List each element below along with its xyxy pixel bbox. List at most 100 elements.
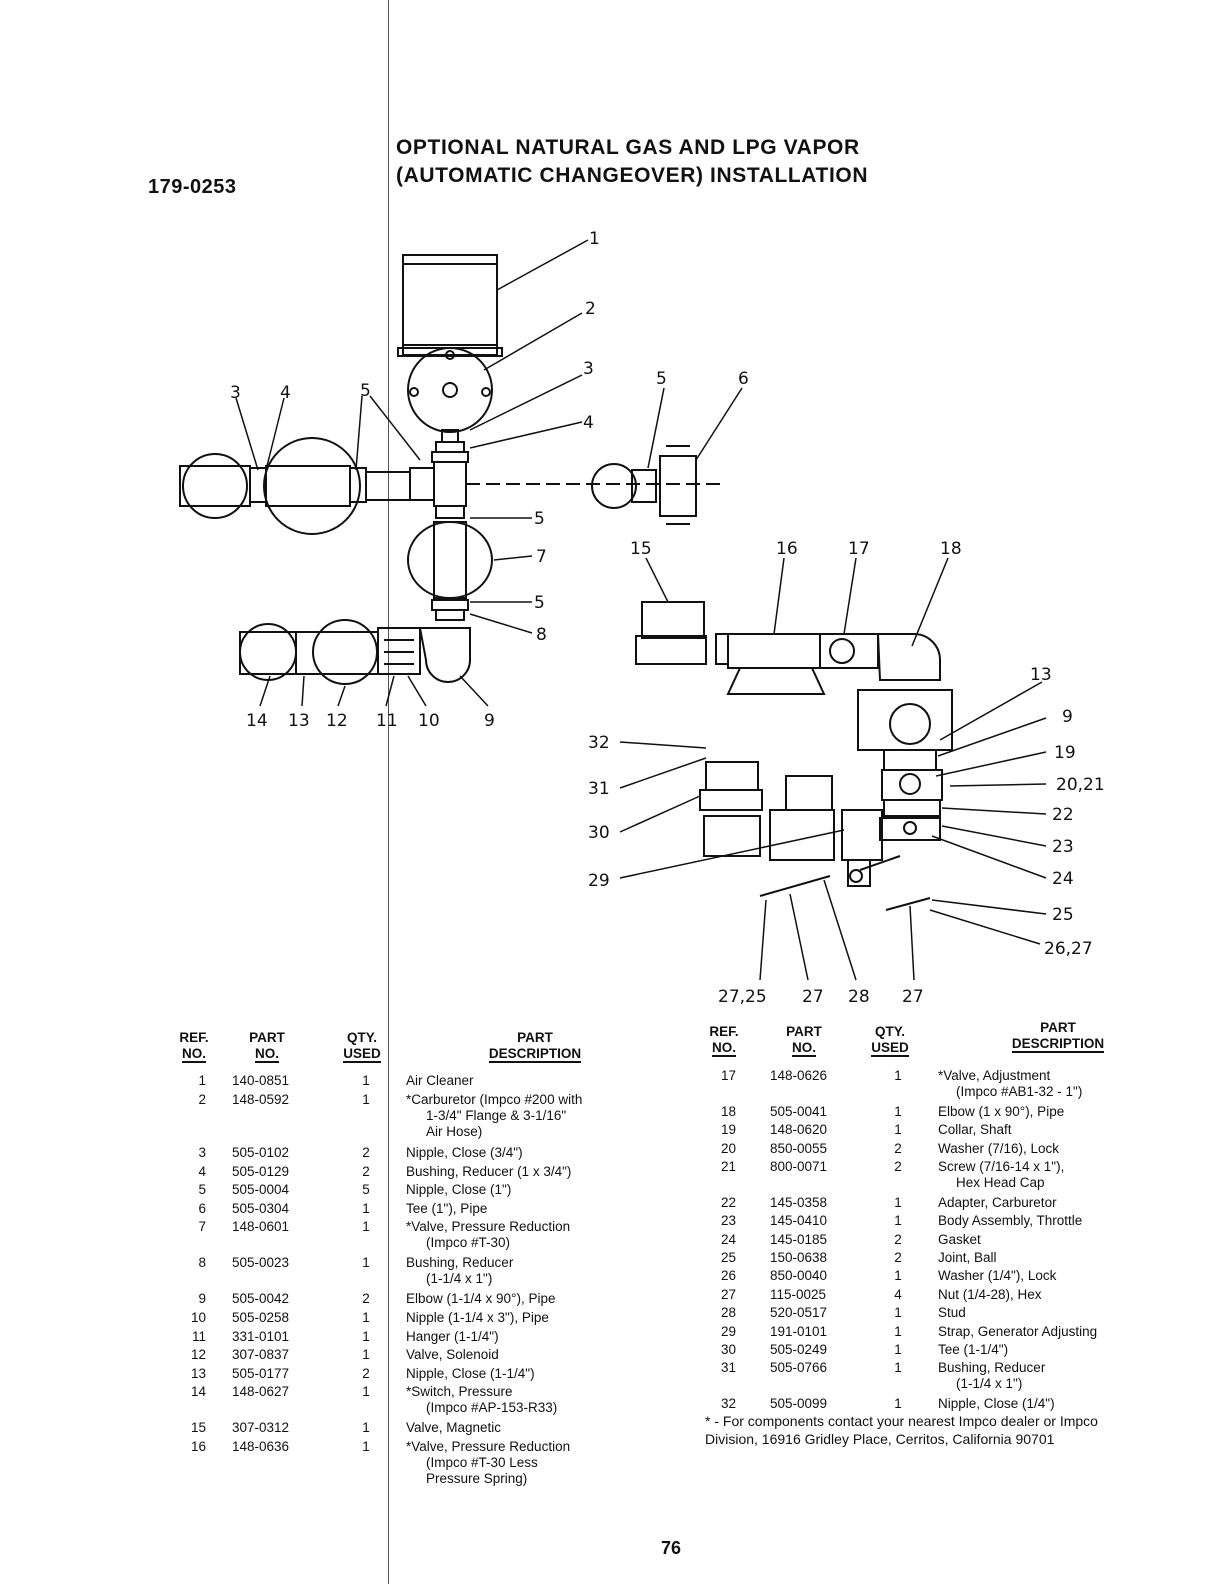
part-description: Joint, Ball <box>938 1250 997 1266</box>
quantity-used: 1 <box>894 1396 902 1412</box>
part-description: Nipple, Close (1-1/4") <box>406 1366 535 1382</box>
quantity-used: 1 <box>362 1200 370 1216</box>
part-description: Nipple (1-1/4 x 3"), Pipe <box>406 1310 549 1326</box>
description-line: *Carburetor (Impco #200 with <box>406 1091 583 1107</box>
quantity-used: 4 <box>894 1286 902 1302</box>
description-line: Strap, Generator Adjusting <box>938 1323 1098 1339</box>
ref-number: 2 <box>198 1091 206 1107</box>
ref-number: 27 <box>720 1286 736 1302</box>
callout-10: 10 <box>418 711 440 731</box>
footnote: * - For components contact your nearest … <box>705 1413 1098 1447</box>
quantity-used: 1 <box>362 1091 370 1107</box>
callout-25: 25 <box>1052 905 1074 925</box>
header-qty-line2: USED <box>343 1046 381 1063</box>
description-line: Bushing, Reducer <box>938 1360 1046 1376</box>
part-description: *Valve, Pressure Reduction(Impco #T-30 L… <box>406 1439 570 1487</box>
right-tee-drawing <box>591 445 697 525</box>
header-qty-line2: USED <box>871 1040 909 1057</box>
part-number: 115-0025 <box>770 1286 827 1302</box>
quantity-used: 1 <box>894 1360 902 1376</box>
part-number: 505-0304 <box>232 1200 290 1216</box>
callout-2: 2 <box>585 299 596 319</box>
page-binding-line <box>388 0 389 1584</box>
ref-number: 12 <box>190 1347 206 1363</box>
quantity-used: 2 <box>362 1163 370 1179</box>
ref-number: 17 <box>720 1068 736 1083</box>
callout-13-left: 13 <box>288 711 310 731</box>
ref-number: 6 <box>198 1200 206 1216</box>
quantity-used: 1 <box>362 1255 370 1271</box>
quantity-used: 1 <box>894 1122 902 1138</box>
leader-lines <box>235 239 1047 981</box>
quantity-used: 1 <box>362 1384 370 1400</box>
description-line: Tee (1"), Pipe <box>406 1200 488 1216</box>
ref-number: 21 <box>720 1159 736 1174</box>
ref-number: 16 <box>190 1439 206 1454</box>
description-line: Pressure Spring) <box>426 1471 528 1486</box>
callout-17: 17 <box>848 539 870 559</box>
ref-number: 20 <box>720 1140 736 1156</box>
quantity-used: 1 <box>894 1305 902 1321</box>
quantity-used: 2 <box>362 1365 370 1381</box>
ref-number: 14 <box>190 1384 206 1400</box>
ref-number: 15 <box>190 1420 206 1436</box>
header-desc-line2: DESCRIPTION <box>1011 1036 1105 1053</box>
description-line: Elbow (1-1/4 x 90°), Pipe <box>406 1291 556 1307</box>
left-pipe-train <box>179 437 411 535</box>
ref-number: 32 <box>720 1396 736 1412</box>
pressure-valve-7-drawing <box>407 521 493 621</box>
ref-number: 1 <box>198 1073 206 1088</box>
description-line: Stud <box>938 1305 966 1321</box>
part-description: *Valve, Adjustment(Impco #AB1-32 - 1") <box>938 1068 1082 1100</box>
part-description: Stud <box>938 1305 966 1321</box>
callout-31: 31 <box>588 779 610 799</box>
callout-3-left: 3 <box>230 383 241 403</box>
air-cleaner-drawing <box>397 254 503 357</box>
callout-19: 19 <box>1054 743 1076 763</box>
callout-3: 3 <box>583 359 594 379</box>
description-line: Gasket <box>938 1231 981 1247</box>
callout-15: 15 <box>630 539 652 559</box>
part-description: Nipple, Close (1") <box>406 1182 511 1198</box>
quantity-used: 1 <box>362 1219 370 1235</box>
callout-30: 30 <box>588 823 610 843</box>
ref-number: 24 <box>720 1231 736 1247</box>
callout-12: 12 <box>326 711 348 731</box>
part-number: 505-0042 <box>232 1291 290 1307</box>
quantity-used: 1 <box>362 1347 370 1363</box>
page-number: 76 <box>661 1538 682 1558</box>
part-number: 505-0258 <box>232 1310 290 1325</box>
part-description: Gasket <box>938 1232 981 1248</box>
description-line: Adapter, Carburetor <box>938 1194 1057 1210</box>
part-number: 331-0101 <box>232 1328 290 1344</box>
description-line: (Impco #T-30 Less <box>426 1455 538 1470</box>
part-number: 850-0055 <box>770 1140 828 1156</box>
description-line: Hanger (1-1/4") <box>406 1328 499 1344</box>
callout-6: 6 <box>738 369 749 389</box>
callout-9-right: 9 <box>1062 707 1073 727</box>
part-description: Nipple, Close (1/4") <box>938 1396 1055 1412</box>
quantity-used: 5 <box>362 1182 370 1198</box>
description-line: Elbow (1 x 90°), Pipe <box>938 1103 1065 1119</box>
quantity-used: 1 <box>894 1213 902 1229</box>
ref-number: 26 <box>720 1268 736 1284</box>
part-description: Bushing, Reducer (1 x 3/4") <box>406 1164 571 1180</box>
ref-number: 5 <box>198 1182 206 1198</box>
description-line: (Impco #AB1-32 - 1") <box>956 1084 1083 1099</box>
part-number: 307-0837 <box>232 1347 290 1363</box>
description-line: *Valve, Pressure Reduction <box>406 1219 571 1235</box>
quantity-used: 1 <box>362 1328 370 1344</box>
part-description: Valve, Solenoid <box>406 1347 499 1363</box>
quantity-used: 2 <box>362 1145 370 1160</box>
callout-29: 29 <box>588 871 610 891</box>
description-line: Valve, Solenoid <box>406 1347 499 1363</box>
description-line: (1-1/4 x 1") <box>956 1376 1023 1392</box>
callout-16: 16 <box>776 539 798 559</box>
description-line: *Switch, Pressure <box>406 1384 513 1400</box>
part-number: 191-0101 <box>770 1323 828 1339</box>
header-desc-line2: DESCRIPTION <box>488 1046 582 1063</box>
callout-24: 24 <box>1052 869 1074 889</box>
part-number: 145-0410 <box>770 1213 828 1229</box>
description-line: Nipple, Close (1-1/4") <box>406 1365 535 1381</box>
